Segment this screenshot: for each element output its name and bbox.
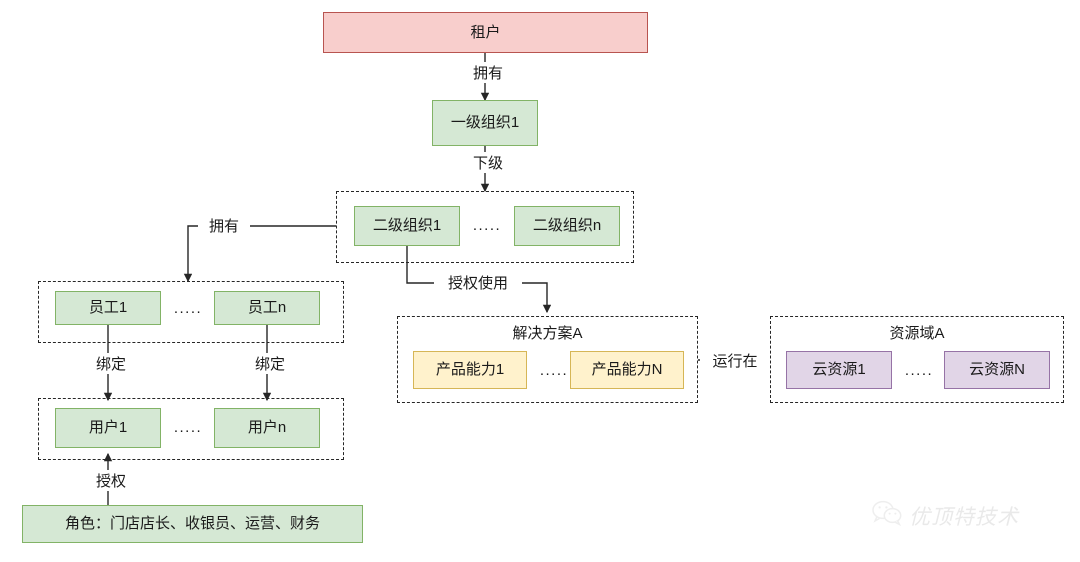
edge-label-bind-first: 绑定 (85, 353, 137, 374)
node-org-level2-first[interactable]: 二级组织1 (354, 206, 460, 246)
node-tenant[interactable]: 租户 (323, 12, 648, 53)
node-org-level1-label: 一级组织1 (450, 114, 520, 131)
separator-employee: ..... (173, 300, 203, 317)
edge-label-authorize: 授权 (85, 470, 137, 491)
separator-org-level2: ..... (472, 217, 502, 234)
edge-label-runs-on: 运行在 (700, 350, 770, 371)
node-tenant-label: 租户 (470, 23, 501, 41)
node-user-first-label: 用户1 (88, 419, 128, 436)
node-employee-first-label: 员工1 (88, 299, 128, 316)
node-cloud-resource-first-label: 云资源1 (812, 361, 866, 378)
edge-label-own-org: 拥有 (462, 62, 514, 83)
group-solution-title: 解决方案A (512, 325, 583, 342)
separator-capability: ..... (539, 362, 569, 379)
node-capability-first-label: 产品能力1 (435, 361, 505, 378)
node-employee-first[interactable]: 员工1 (55, 291, 161, 325)
group-resource-domain: 资源域A (770, 316, 1064, 403)
edge-label-own-employee: 拥有 (198, 215, 250, 236)
node-org-level2-last[interactable]: 二级组织n (514, 206, 620, 246)
node-employee-last[interactable]: 员工n (214, 291, 320, 325)
edge-label-authorized-use: 授权使用 (434, 272, 522, 293)
watermark-text: 优顶特技术 (909, 505, 1019, 529)
node-user-first[interactable]: 用户1 (55, 408, 161, 448)
node-org-level1[interactable]: 一级组织1 (432, 100, 538, 146)
node-capability-first[interactable]: 产品能力1 (413, 351, 527, 389)
group-user (38, 398, 344, 460)
node-employee-last-label: 员工n (247, 299, 287, 316)
node-capability-last-label: 产品能力N (591, 361, 663, 378)
group-resource-domain-title: 资源域A (889, 325, 945, 342)
edge-label-bind-last: 绑定 (244, 353, 296, 374)
node-org-level2-last-label: 二级组织n (532, 217, 602, 234)
group-solution: 解决方案A (397, 316, 698, 403)
node-user-last-label: 用户n (247, 419, 287, 436)
edge-label-subordinate: 下级 (462, 152, 514, 173)
wechat-icon (872, 500, 902, 531)
node-org-level2-first-label: 二级组织1 (372, 217, 442, 234)
node-user-last[interactable]: 用户n (214, 408, 320, 448)
node-role[interactable]: 角色：门店店长、收银员、运营、财务 (22, 505, 363, 543)
node-cloud-resource-last[interactable]: 云资源N (944, 351, 1050, 389)
node-cloud-resource-first[interactable]: 云资源1 (786, 351, 892, 389)
separator-user: ..... (173, 419, 203, 436)
group-employee (38, 281, 344, 343)
group-org-level2 (336, 191, 634, 263)
separator-cloud-resource: ..... (904, 362, 934, 379)
node-cloud-resource-last-label: 云资源N (969, 361, 1025, 378)
watermark: 优顶特技术 (872, 500, 1019, 531)
node-capability-last[interactable]: 产品能力N (570, 351, 684, 389)
node-role-label: 角色：门店店长、收银员、运营、财务 (64, 515, 320, 532)
